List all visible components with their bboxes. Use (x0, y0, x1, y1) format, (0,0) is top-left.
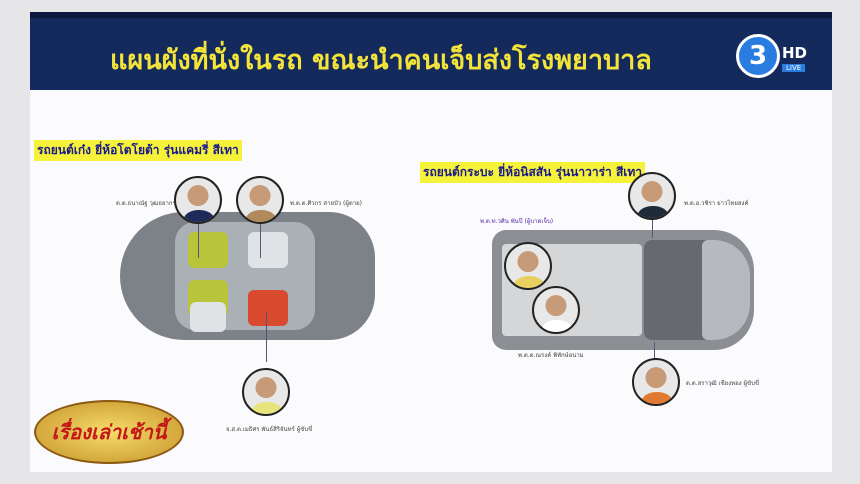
hd-badge: HD (782, 44, 808, 62)
seat-rear-left (188, 232, 228, 268)
broadcast-frame: แผนผังที่นั่งในรถ ขณะนำคนเจ็บส่งโรงพยาบา… (30, 12, 832, 472)
headline: แผนผังที่นั่งในรถ ขณะนำคนเจ็บส่งโรงพยาบา… (110, 45, 652, 76)
seat-rear-right (190, 302, 226, 332)
photo-person (504, 242, 552, 290)
sedan-diagram (120, 212, 375, 340)
seat-driver (248, 290, 288, 326)
person-label: พ.ต.ต.ณรงค์ พิทักษ์อนาม (518, 352, 584, 359)
photo-person (174, 176, 222, 224)
pickup-caption: รถยนต์กระบะ ยี่ห้อนิสสัน รุ่นนาวาร่า สีเ… (420, 162, 646, 183)
sedan-caption: รถยนต์เก๋ง ยี่ห้อโตโยต้า รุ่นแคมรี่ สีเท… (34, 140, 242, 161)
photo-person (236, 176, 284, 224)
seat-front-left (248, 232, 288, 268)
photo-person (632, 358, 680, 406)
title-bar: แผนผังที่นั่งในรถ ขณะนำคนเจ็บส่งโรงพยาบา… (30, 12, 832, 90)
person-label: พ.ต.อ.วชิรา ยาวไทยสงค์ (684, 200, 749, 207)
person-label: ด.ต.สราวุฒิ เชียงทอง ผู้ขับขี่ (686, 380, 760, 387)
person-label: พ.ต.ท.วศิน พันปี (ผู้บาดเจ็บ) (480, 218, 554, 225)
photo-person (628, 172, 676, 220)
person-label: ด.ต.ธนาณัฐ วุฒธยากร (116, 200, 176, 207)
person-label: จ.ส.ต.เมธิศร พันธ์สิริจันทร์ ผู้ขับขี่ (226, 426, 313, 433)
channel-logo: 3 (736, 34, 780, 78)
live-badge: LIVE (782, 64, 806, 72)
show-logo: เรื่องเล่าเช้านี้ (34, 400, 184, 464)
photo-person (532, 286, 580, 334)
person-label: พ.ต.ต.ศิวกร สายบัว (ผู้ตาย) (290, 200, 363, 207)
photo-person (242, 368, 290, 416)
